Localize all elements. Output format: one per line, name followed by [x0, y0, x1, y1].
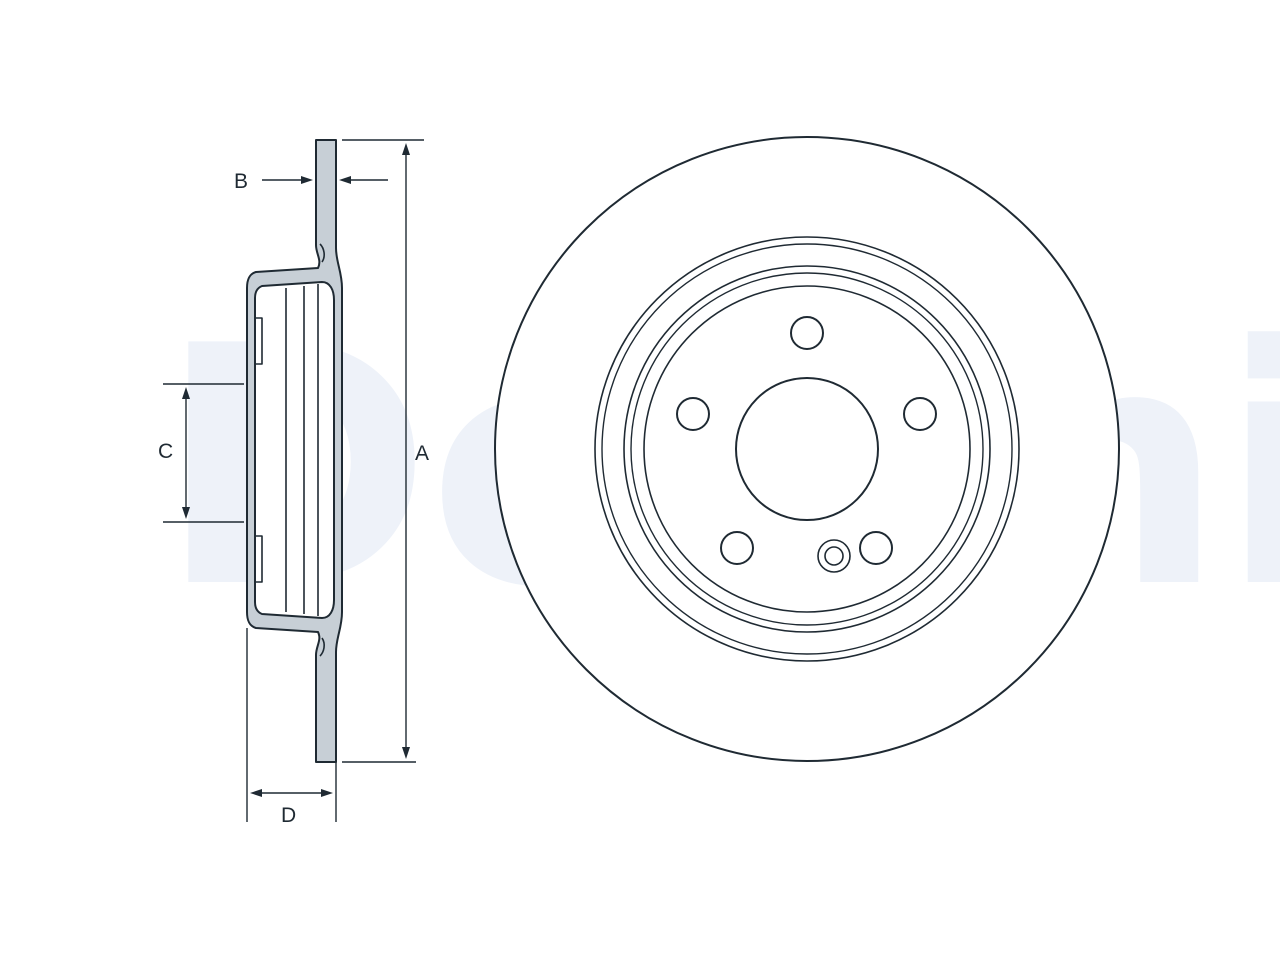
hub-face-edge	[643, 285, 971, 613]
disc-front-view	[494, 136, 1120, 762]
bolt-hole	[903, 397, 937, 431]
dimension-lines	[163, 139, 424, 822]
bolt-hole	[676, 397, 710, 431]
bolt-hole	[790, 316, 824, 350]
centre-bore	[735, 377, 879, 521]
hat-outer-edge	[623, 265, 991, 633]
locating-screw-hole-inner	[824, 546, 844, 566]
friction-ring-inner-edge	[594, 236, 1020, 662]
bolt-hole	[720, 531, 754, 565]
disc-inner-cavity	[254, 281, 335, 619]
bolt-hole	[859, 531, 893, 565]
disc-outer-edge	[494, 136, 1120, 762]
dimension-label-b: B	[234, 170, 248, 193]
disc-side-view	[246, 139, 343, 763]
dimension-label-c: C	[158, 440, 173, 463]
dimension-label-d: D	[281, 804, 296, 827]
dimension-label-a: A	[415, 442, 429, 465]
locating-screw-hole-outer	[817, 539, 851, 573]
